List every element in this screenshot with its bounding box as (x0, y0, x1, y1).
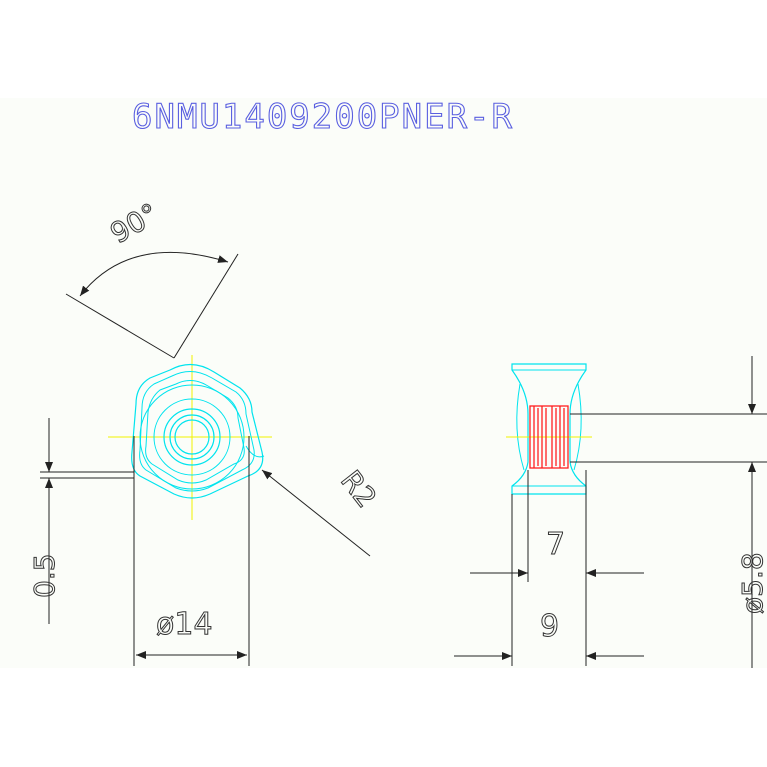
insert-circle-mid (153, 398, 231, 476)
diameter-dimension: ø14 (133, 436, 250, 666)
diameter-label: ø14 (156, 607, 213, 642)
drawing-sheet (0, 98, 767, 668)
insert-hole-outer (163, 408, 221, 466)
insert-mid-outline (139, 371, 255, 492)
insert-inner-outline (145, 380, 245, 484)
front-view (108, 355, 272, 520)
insert-outer-outline (131, 363, 264, 499)
thickness-dimension: 0.5 (28, 418, 134, 624)
angle-extension-left (65, 293, 175, 359)
inner-width-label: 7 (546, 527, 565, 562)
side-hole-hatch (529, 405, 569, 469)
inner-width-dimension: 7 (470, 470, 644, 582)
nose-corner-detail (245, 445, 265, 458)
side-view (506, 363, 592, 495)
angle-arc (79, 252, 229, 297)
radius-leader (261, 469, 371, 557)
insert-circle-outer (139, 384, 245, 490)
outer-width-label: 9 (540, 609, 559, 644)
side-diameter-dimension: ø5.8 (570, 356, 767, 668)
thickness-label: 0.5 (28, 553, 61, 598)
insert-hole-inner (174, 419, 210, 455)
outer-width-dimension: 9 (454, 494, 644, 666)
part-title: 6NMU1409200PNER-R (132, 97, 514, 137)
side-inner-curve-left (516, 383, 525, 471)
insert-hole-mid (169, 414, 215, 460)
side-diameter-label: ø5.8 (736, 552, 767, 614)
